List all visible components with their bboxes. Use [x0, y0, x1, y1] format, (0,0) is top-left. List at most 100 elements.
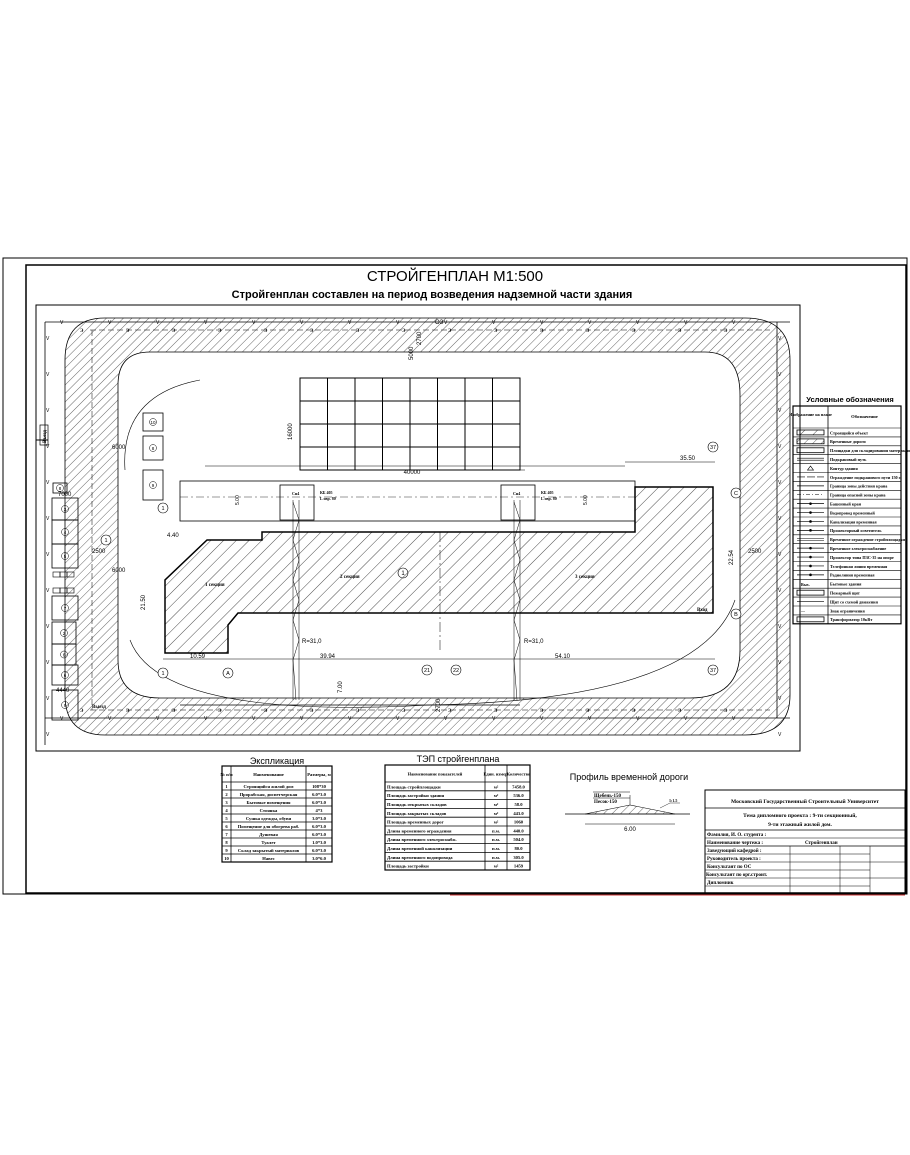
legend-item-label: Телефонная линия временная	[830, 564, 888, 569]
toilet-cabin	[52, 587, 61, 594]
fence-marker: V	[588, 716, 592, 722]
dim-seg1: 10.59	[190, 654, 206, 660]
table-cell: Длина временного электроснабж.	[387, 837, 457, 842]
facility-circle	[61, 671, 69, 679]
table-cell: 1060	[514, 820, 524, 825]
legend-item-label: Граница зоны действия крана	[830, 484, 888, 489]
table-cell: 80.0	[514, 846, 523, 851]
table-cell: 6	[225, 824, 228, 829]
fence-marker: V	[204, 320, 208, 326]
legend-symbol-phone-icon	[809, 564, 812, 568]
table-cell: Бытовые помещения	[247, 800, 291, 805]
table-cell: п.м.	[492, 837, 500, 842]
axis-label: 1	[104, 538, 107, 544]
table-cell: Помещение для обогрева раб.	[238, 824, 300, 829]
fence-marker: V	[46, 624, 50, 630]
dim-seg2: 39.94	[320, 654, 336, 660]
table-cell: 1	[225, 784, 228, 789]
power-marker: Э	[448, 709, 452, 714]
axis-label: В	[734, 612, 738, 618]
fence-marker: V	[46, 696, 50, 702]
crane-left-sub: L овр. 80	[320, 496, 336, 501]
legend-symbol-crane-icon	[809, 502, 812, 505]
axis-circle	[730, 487, 742, 499]
power-marker: Э	[356, 329, 360, 334]
table-cell: Площадь временных дорог	[387, 820, 444, 825]
table-cell: Туалет	[261, 840, 276, 845]
table-header: Размеры, м	[307, 772, 331, 777]
power-marker: Э	[586, 329, 590, 334]
power-marker: Э	[126, 709, 130, 714]
fence-marker: V	[636, 716, 640, 722]
table-header: Наименование показателей	[408, 772, 463, 777]
legend-symbol-lamp-icon	[809, 529, 812, 532]
table-cell: п.м.	[492, 846, 500, 851]
power-marker: Э	[218, 709, 222, 714]
legend-symbol-sewer-icon	[809, 520, 812, 523]
plan-border	[35, 304, 801, 752]
legend-item-label: Канализация временная	[830, 519, 877, 524]
tb-drawing-label: Наименование чертежа :	[707, 841, 763, 846]
axis-label: 22	[453, 668, 459, 674]
power-marker: Э	[356, 709, 360, 714]
storage-cell	[327, 400, 356, 425]
fence-marker: V	[46, 552, 50, 558]
tb-graduate: Дипломник	[707, 881, 734, 886]
axis-label: 1	[161, 506, 164, 512]
title-block	[704, 789, 906, 894]
storage-cell	[464, 446, 493, 471]
crane-radius-left: R=31,0	[302, 639, 322, 645]
gate-box	[39, 424, 49, 446]
table-cell: п.м.	[492, 855, 500, 860]
dim-left-offset: 4.40	[167, 533, 179, 539]
inner-frame	[25, 264, 907, 894]
power-marker: Э	[494, 709, 498, 714]
table-cell: 108*30	[312, 784, 326, 789]
dim-left-gap2: 6000	[112, 568, 126, 574]
fence-marker: V	[60, 716, 64, 722]
table-cell: 504.0	[513, 837, 524, 842]
storage-cell	[464, 423, 493, 448]
toilet-cabin	[66, 587, 75, 594]
legend-title: Условные обозначения	[806, 395, 893, 404]
table-cell: 6.0*3.0	[312, 832, 326, 837]
power-marker: Э	[402, 329, 406, 334]
legend-item-label: Контур здания	[830, 466, 858, 471]
table-cell: 536.0	[513, 793, 524, 798]
entrance-label: Вход	[697, 608, 708, 613]
power-marker: Э	[632, 329, 636, 334]
storage-cell	[437, 446, 466, 471]
road-width: 6.00	[624, 827, 636, 833]
exit-label: Выезд	[92, 705, 106, 710]
power-marker: Э	[540, 329, 544, 334]
tep-title: ТЭП стройгенплана	[417, 754, 500, 764]
table-cell: 1459	[514, 864, 524, 869]
storage-cell	[354, 423, 383, 448]
fence-marker: V	[156, 320, 160, 326]
facility-box	[52, 482, 68, 494]
legend-item-label: Временное ограждение стройплощадки	[830, 537, 905, 542]
table-cell: 6.0*3.0	[312, 824, 326, 829]
table-cell: 5	[225, 816, 228, 821]
axis-circle	[157, 502, 169, 514]
power-marker: Э	[310, 709, 314, 714]
fence-marker: V	[732, 320, 736, 326]
power-marker: Э	[724, 709, 728, 714]
facility-number: 9	[152, 483, 155, 488]
storage-width-dim: 40000	[404, 470, 421, 476]
storage-cell	[492, 377, 521, 402]
facility-circle	[61, 505, 69, 513]
facility-circle	[61, 701, 69, 709]
fence-marker: V	[252, 320, 256, 326]
power-marker: Э	[540, 709, 544, 714]
facility-box	[51, 664, 79, 686]
table-header: № п/п	[220, 772, 233, 777]
crane-zone-boundary-top	[124, 379, 201, 471]
dim-right-height: 22.54	[729, 549, 735, 565]
fence-marker: V	[300, 320, 304, 326]
facility-number: 10	[150, 420, 156, 425]
fence-marker: V	[46, 444, 50, 450]
dim-left-height: 21.50	[141, 594, 147, 610]
